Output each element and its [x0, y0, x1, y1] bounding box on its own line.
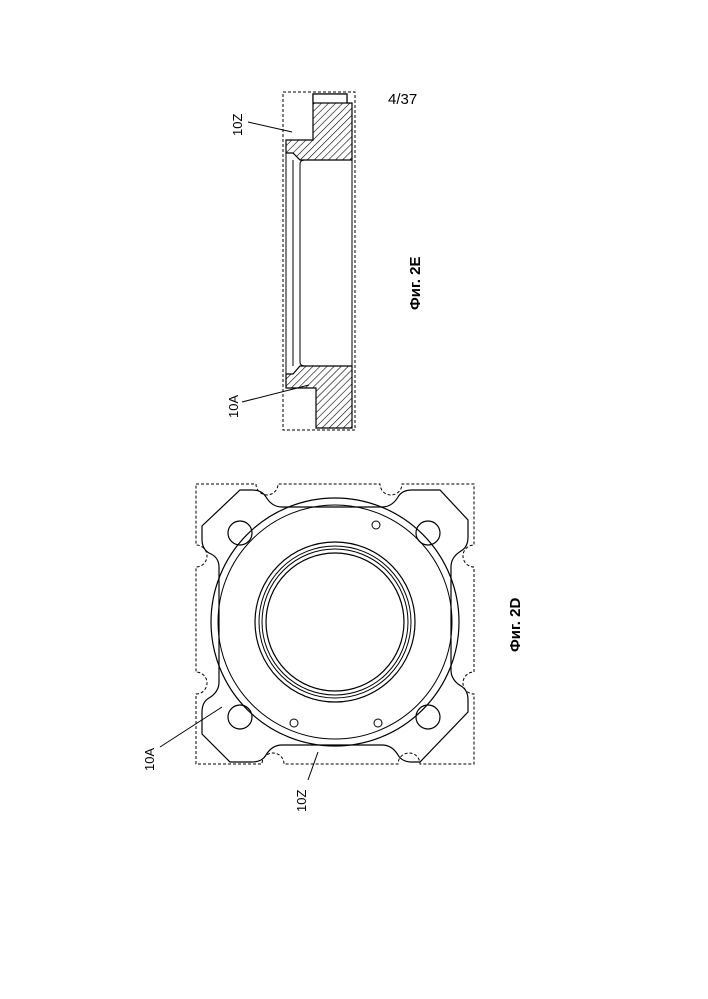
- leader-10z-2e: [248, 122, 292, 132]
- caption-fig-2d: Фиг. 2D: [507, 598, 524, 652]
- label-10z-2d: 10Z: [294, 790, 309, 812]
- leader-10z-2d: [308, 752, 318, 780]
- section-top-lip-2e: [313, 94, 347, 103]
- label-10z-2e: 10Z: [230, 114, 245, 136]
- bolt-hole-top-right-2d: [416, 521, 440, 545]
- bolt-hole-bottom-left-2d: [228, 705, 252, 729]
- bore-ring-4-2d: [266, 553, 404, 691]
- pin-hole-2-2d: [290, 719, 298, 727]
- caption-fig-2e: Фиг. 2E: [407, 257, 424, 310]
- section-top-2e: [286, 94, 352, 160]
- figure-2e: 10Z 10A Фиг. 2E: [226, 92, 424, 430]
- leader-10a-2d: [160, 707, 222, 747]
- bolt-hole-bottom-right-2d: [416, 705, 440, 729]
- outline-10z-2d: [196, 484, 474, 764]
- page-number: 4/37: [388, 91, 417, 108]
- main-ring-inner-2d: [218, 505, 452, 739]
- figure-2d: 10A 10Z Фиг. 2D: [142, 484, 524, 812]
- leader-10a-2e: [242, 385, 309, 402]
- label-10a-2d: 10A: [142, 748, 157, 771]
- body-outline-2d: [202, 490, 468, 762]
- bore-ring-1-2d: [255, 542, 415, 702]
- bore-ring-2-2d: [259, 546, 411, 698]
- label-10a-2e: 10A: [226, 395, 241, 418]
- bore-ring-3-2d: [262, 549, 408, 695]
- pin-hole-3-2d: [374, 719, 382, 727]
- section-bottom-2e: [286, 366, 352, 428]
- pin-hole-1-2d: [372, 521, 380, 529]
